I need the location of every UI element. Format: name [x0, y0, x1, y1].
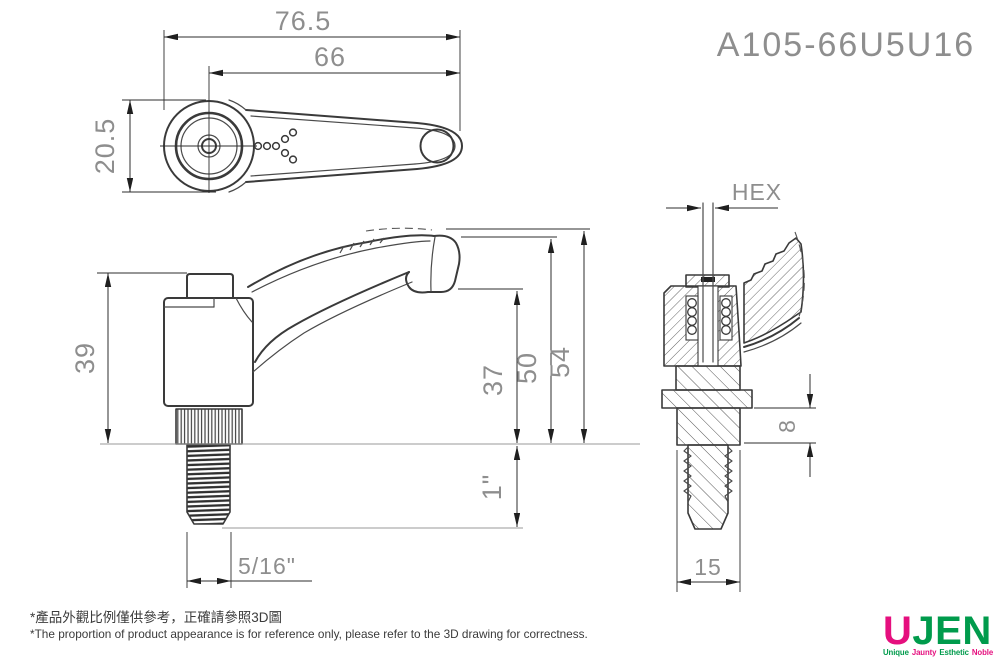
handle-break-line [794, 231, 805, 321]
svg-text:UJEN: UJEN [883, 609, 992, 653]
section-flange [661, 389, 753, 409]
knurled-collar [175, 408, 243, 445]
dim-label: 66 [314, 42, 346, 72]
logo-tagline-3: Esthetic [939, 648, 969, 657]
dim-label: 1" [477, 474, 507, 501]
spring-coils [687, 298, 731, 335]
grip-hook [405, 271, 429, 294]
dim-arm-length: 66 [209, 42, 460, 77]
body-block [163, 297, 254, 407]
logo-word-u: U [883, 609, 912, 653]
arm-neck-top [228, 99, 247, 111]
arm-inner-tip [414, 127, 456, 165]
section-neck [675, 365, 741, 391]
footer-note-zh: *產品外觀比例僅供參考，正確請參照3D圖 [30, 609, 282, 625]
dim-label: 54 [545, 346, 575, 378]
dim-label: 37 [478, 364, 508, 396]
grip-dot-pattern [253, 128, 298, 164]
handle-root-curve [235, 297, 253, 323]
grip-end-inner [430, 236, 436, 292]
dim-label: 39 [70, 342, 100, 374]
threaded-stud [186, 444, 231, 525]
section-handle-root [743, 237, 805, 344]
logo-tagline-4: Noble [972, 648, 994, 657]
part-number: A105-66U5U16 [717, 26, 975, 64]
logo-word-jen: JEN [912, 609, 991, 653]
handle-phantom-arc [365, 227, 433, 232]
handle-ribs [339, 237, 385, 254]
spring-chamber-left [685, 295, 699, 341]
dim-label: 76.5 [275, 6, 332, 36]
dim-overall-length: 76.5 [163, 6, 461, 131]
arm-inner-bottom [250, 163, 416, 177]
dim-body-height: 39 [70, 272, 187, 443]
dim-thread-length: 1" [477, 446, 521, 527]
dim-label: 8 [774, 419, 800, 433]
dim-handle-mid-height: 50 [461, 236, 557, 443]
dim-boss-width: 15 [676, 450, 741, 592]
dim-label: 15 [694, 554, 722, 580]
top-view: 76.5 66 20.5 [90, 6, 463, 193]
handle-under-edge [254, 271, 410, 363]
handle-top-inner [251, 240, 431, 293]
release-button [186, 273, 234, 299]
section-view: HEX 8 15 [661, 179, 816, 592]
dim-overall-height: 54 [446, 228, 590, 443]
top-view-part [160, 66, 463, 193]
dim-label: 5/16" [238, 553, 296, 579]
cap-slot [701, 277, 715, 282]
front-view: 39 37 50 54 1" 5/16" [70, 227, 640, 588]
section-collar [676, 407, 741, 446]
dim-step-height: 8 [744, 374, 816, 477]
dim-label: 20.5 [90, 118, 120, 175]
arm-outline [245, 109, 463, 183]
front-view-part [100, 227, 640, 529]
screw-channel [697, 285, 719, 367]
dim-label: 50 [512, 352, 542, 384]
section-view-part [661, 202, 805, 530]
dim-handle-end-height: 37 [458, 288, 523, 443]
logo-tagline-2: Jaunty [912, 648, 937, 657]
dim-thread-size: 5/16" [186, 532, 312, 588]
section-stud [687, 444, 729, 530]
dim-hex: HEX [666, 179, 782, 212]
handle-under-band-1 [743, 317, 800, 348]
handle-under-band-2 [743, 322, 802, 353]
handle-under-inner [252, 281, 413, 373]
dim-head-width: 20.5 [90, 99, 216, 193]
arm-tip-hole [419, 128, 455, 164]
footer-note-en: *The proportion of product appearance is… [30, 627, 588, 641]
dim-label: HEX [732, 179, 782, 205]
stud-thread-left [683, 446, 692, 503]
arm-inner-top [250, 115, 416, 129]
grip-end [427, 234, 461, 293]
stud-thread-right [724, 446, 733, 503]
arm-neck-bottom [228, 181, 247, 193]
spring-chamber-right [719, 295, 733, 341]
logo-tagline-1: Unique [883, 648, 910, 657]
